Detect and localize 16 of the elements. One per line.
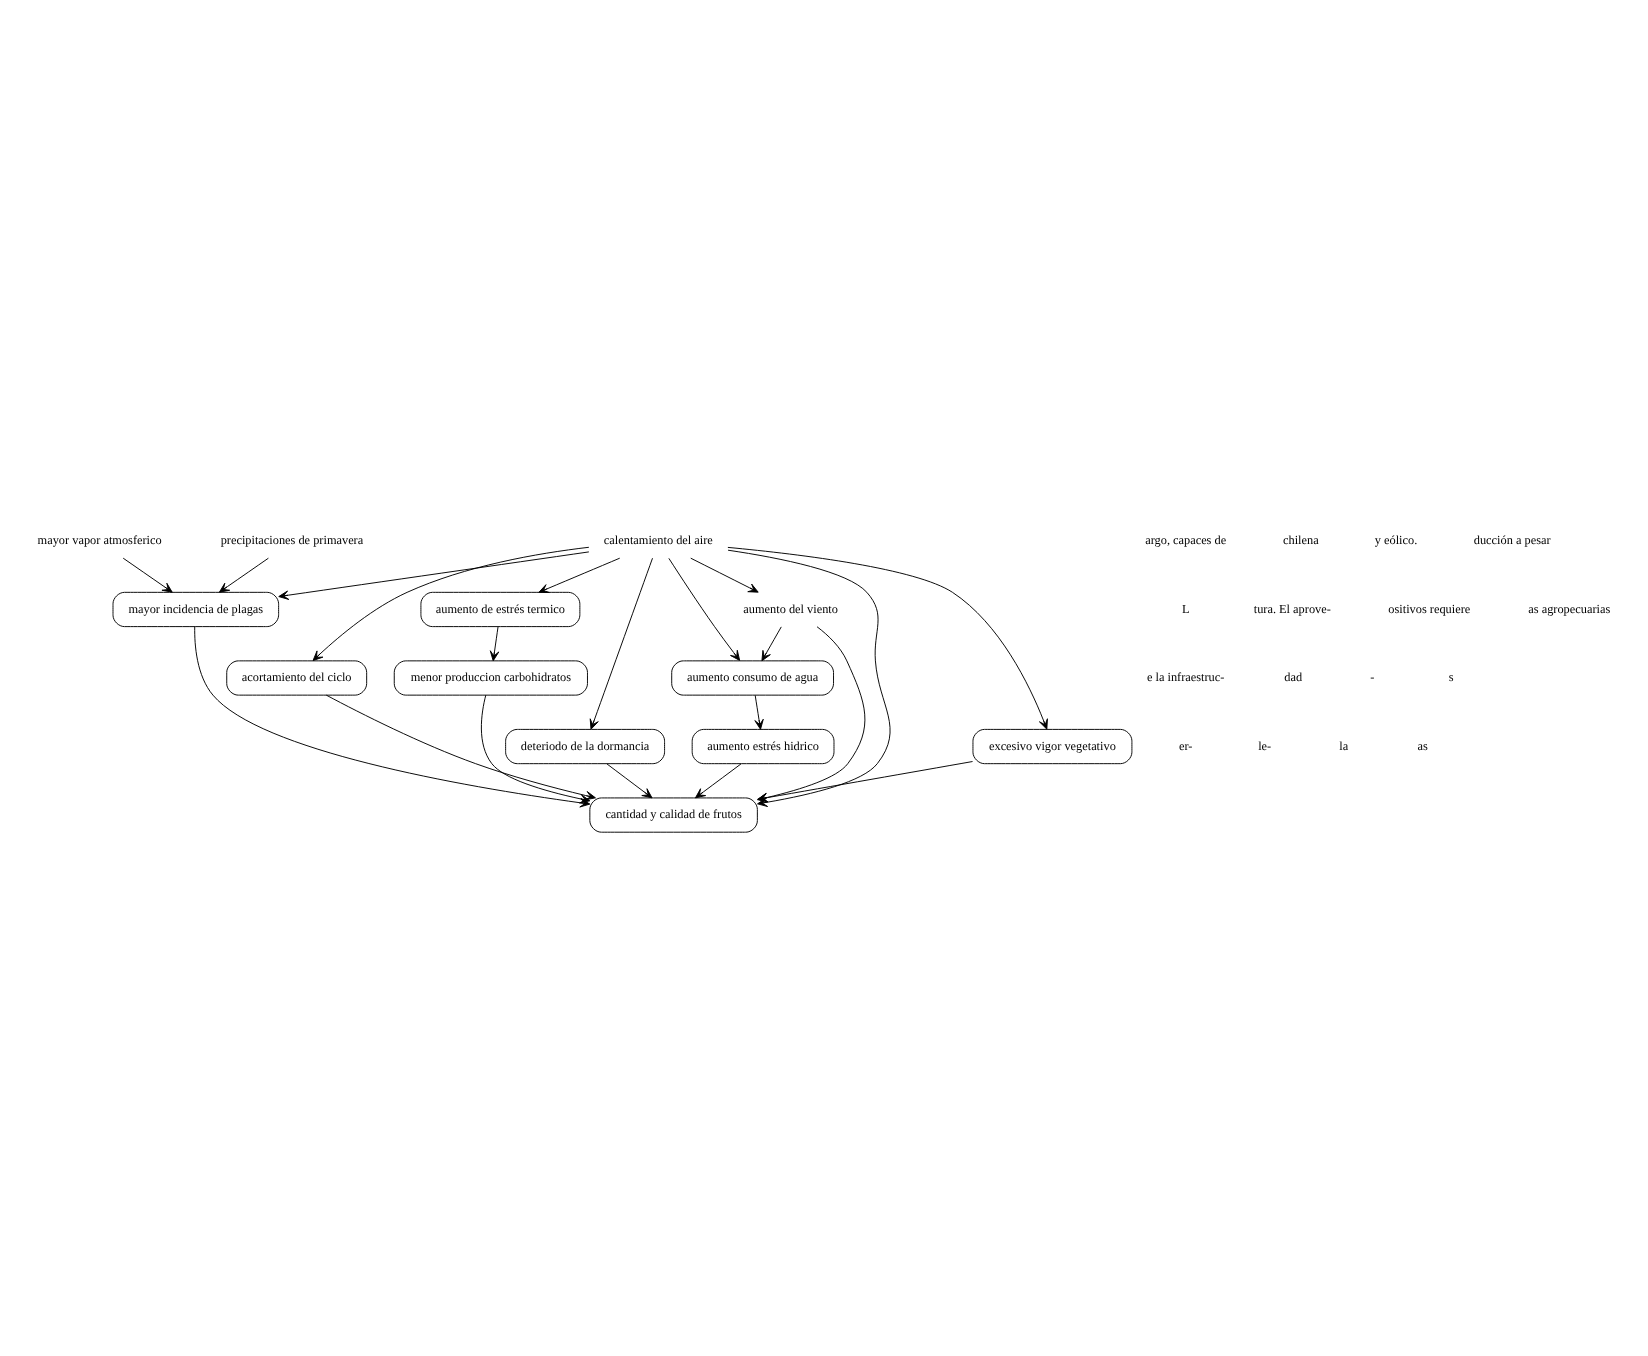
arrow <box>754 694 764 730</box>
arrow <box>325 694 596 801</box>
arrow <box>538 557 621 593</box>
arrow <box>606 763 653 799</box>
arrow <box>480 694 591 804</box>
arrow <box>695 763 742 799</box>
arrow <box>668 557 741 661</box>
arrow <box>589 557 653 730</box>
arrow <box>218 557 269 593</box>
arrow <box>312 546 590 661</box>
arrow <box>690 557 759 593</box>
arrow <box>761 626 782 662</box>
arrow <box>278 551 590 600</box>
arrow <box>727 546 1048 730</box>
arrow <box>122 557 173 593</box>
arrow <box>489 626 500 662</box>
